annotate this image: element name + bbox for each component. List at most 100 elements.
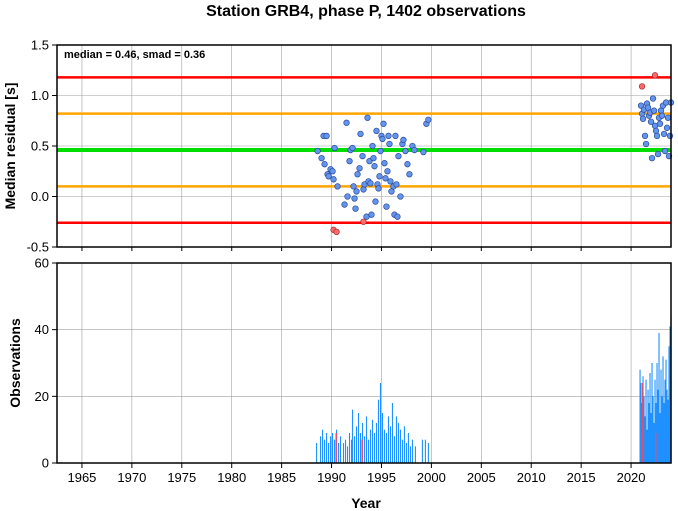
- residual-panel: -0.50.00.51.01.5 median = 0.46, smad = 0…: [2, 38, 675, 255]
- residual-point: [641, 132, 649, 140]
- observation-bar: [393, 436, 396, 463]
- residual-outlier-point: [333, 228, 340, 236]
- residual-point: [400, 136, 407, 144]
- year-x-tick-label: 2000: [417, 470, 446, 485]
- residual-outlier-point: [360, 218, 367, 225]
- residual-y-ticks: -0.50.00.51.01.5: [27, 38, 57, 255]
- residual-point: [371, 163, 378, 170]
- chart-title: Station GRB4, phase P, 1402 observations: [206, 3, 526, 20]
- residual-point: [387, 178, 394, 185]
- year-x-tick-label: 1975: [167, 470, 196, 485]
- residual-point: [383, 203, 390, 210]
- observation-bar: [369, 429, 372, 463]
- residual-point: [321, 161, 328, 168]
- residual-point: [325, 173, 332, 180]
- residual-point: [360, 186, 367, 193]
- observation-bar: [342, 443, 345, 463]
- residual-points: [314, 72, 675, 236]
- residual-point: [404, 161, 411, 168]
- observation-bar: [379, 383, 382, 463]
- observation-bar: [643, 396, 645, 463]
- observation-bar: [662, 356, 664, 463]
- year-x-tick-label: 1965: [67, 470, 96, 485]
- residual-point: [658, 112, 666, 119]
- observation-bar: [399, 429, 401, 463]
- observation-bar: [332, 433, 334, 463]
- residual-point: [660, 130, 668, 138]
- residual-point: [385, 132, 392, 140]
- observation-bar: [353, 436, 356, 463]
- residual-point: [384, 168, 391, 175]
- observations-plot-frame: [56, 262, 672, 464]
- residual-point: [329, 168, 336, 175]
- observation-bar: [320, 436, 322, 463]
- observation-bar: [351, 409, 354, 463]
- observation-bar: [661, 396, 663, 463]
- observation-bar: [658, 333, 660, 463]
- residual-point: [354, 171, 361, 178]
- residual-point: [656, 120, 664, 127]
- year-x-tick-label: 1990: [317, 470, 346, 485]
- residual-y-tick-label: 0.5: [31, 139, 49, 154]
- residual-point: [648, 154, 656, 162]
- residual-point: [402, 147, 409, 155]
- residual-point: [639, 115, 647, 122]
- observation-bar: [383, 429, 386, 463]
- residual-point: [663, 124, 671, 131]
- residual-point: [377, 147, 384, 155]
- residual-point: [368, 211, 375, 218]
- residual-point: [386, 140, 393, 148]
- residual-point: [664, 114, 672, 121]
- observations-y-tick-label: 60: [35, 256, 49, 271]
- year-x-tick-label: 1970: [117, 470, 146, 485]
- observation-bar: [401, 439, 403, 463]
- observation-bar: [650, 413, 652, 463]
- observation-bar: [371, 419, 374, 463]
- residual-point: [642, 140, 650, 148]
- observations-bars: [316, 316, 672, 463]
- observation-bar: [316, 443, 318, 463]
- year-x-tick-label: 2010: [517, 470, 546, 485]
- observation-bar: [669, 326, 671, 463]
- residual-point: [350, 183, 357, 190]
- residual-y-tick-label: 1.0: [31, 88, 49, 103]
- residual-point: [346, 157, 353, 165]
- observation-bar: [659, 413, 661, 463]
- residual-point: [323, 132, 330, 140]
- observation-bar: [381, 413, 384, 463]
- year-x-tick-label: 1995: [367, 470, 396, 485]
- residual-grid: [57, 44, 671, 248]
- observation-bar: [664, 379, 666, 463]
- residual-point: [397, 193, 404, 200]
- residual-point: [331, 144, 338, 152]
- residual-point: [351, 195, 358, 202]
- observation-bar: [385, 433, 388, 463]
- observation-bar: [639, 369, 641, 463]
- observation-bar: [427, 443, 429, 463]
- residual-point: [375, 185, 382, 192]
- observation-bar: [324, 439, 326, 463]
- residual-point: [406, 171, 413, 178]
- residual-point: [367, 180, 374, 187]
- observation-bar-highlighted: [641, 383, 644, 463]
- residual-y-tick-label: 1.5: [31, 38, 49, 53]
- residual-point: [392, 132, 399, 140]
- observation-bar: [391, 403, 394, 463]
- year-x-axis-label: Year: [351, 495, 381, 511]
- observation-bar: [397, 423, 399, 463]
- observation-bar-highlighted: [654, 433, 657, 463]
- observation-bar-highlighted: [335, 433, 337, 463]
- observation-bar: [344, 439, 347, 463]
- residual-point: [382, 175, 389, 182]
- residual-point: [652, 127, 660, 135]
- observation-bar: [666, 389, 668, 463]
- observation-bar: [348, 433, 351, 463]
- observation-bar: [647, 389, 649, 463]
- residual-point: [425, 116, 432, 123]
- observation-bar: [330, 436, 332, 463]
- observation-bar: [644, 416, 646, 463]
- residual-point: [318, 154, 325, 162]
- residual-point: [376, 173, 383, 180]
